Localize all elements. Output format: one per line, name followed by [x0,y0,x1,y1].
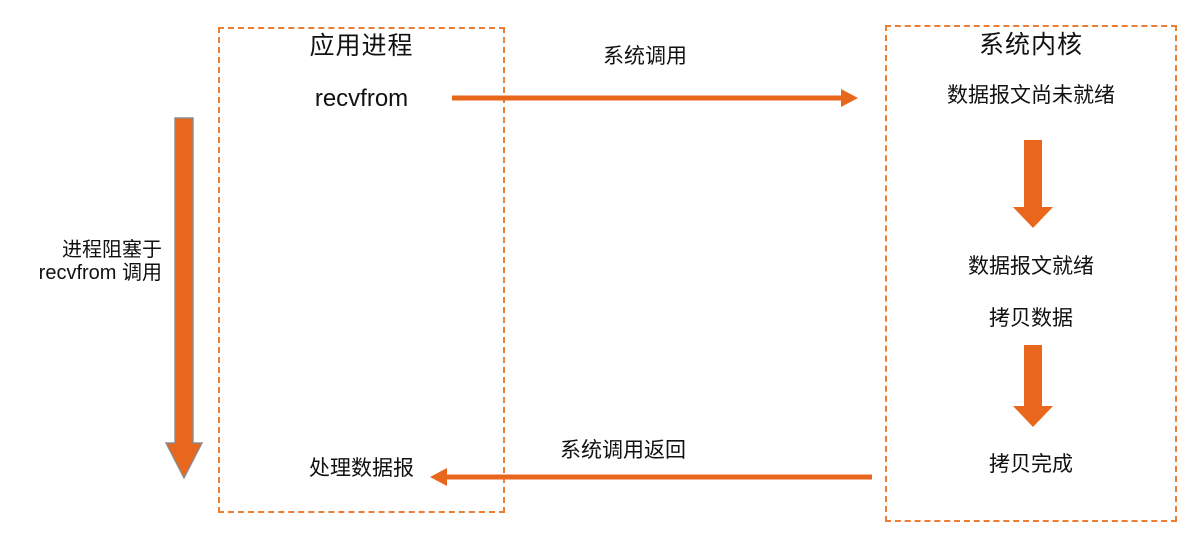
blocking-annotation-line2: recvfrom 调用 [38,262,162,284]
syscall-arrow-label: 系统调用 [603,45,687,68]
application-process-box [218,27,505,513]
kernel-title: 系统内核 [978,31,1083,59]
kernel-step-copy-data: 拷贝数据 [989,307,1073,330]
blocking-arrow [164,117,204,480]
kernel-box [885,25,1177,522]
blocking-annotation: 进程阻塞于 recvfrom 调用 [0,239,162,285]
blocking-annotation-line1: 进程阻塞于 [62,239,162,261]
kernel-step-datagram-not-ready: 数据报文尚未就绪 [947,84,1115,107]
application-process-title: 应用进程 [309,32,414,60]
return-arrow-label: 系统调用返回 [560,439,686,462]
recvfrom-label: recvfrom [314,85,409,112]
process-datagram-label: 处理数据报 [309,457,414,480]
kernel-step-datagram-ready: 数据报文就绪 [968,255,1094,278]
kernel-step-copy-complete: 拷贝完成 [989,453,1073,476]
syscall-arrow [452,89,858,107]
